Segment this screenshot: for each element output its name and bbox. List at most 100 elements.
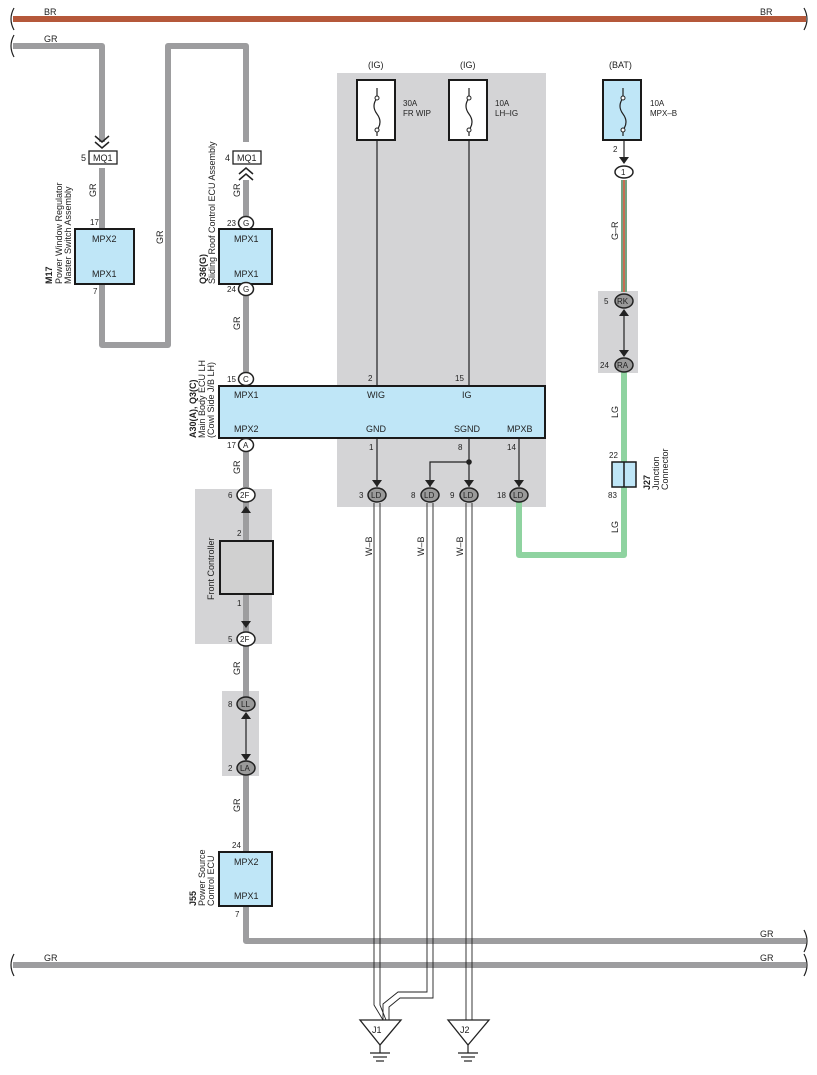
ll-pin: 8 xyxy=(228,700,233,709)
gr-wiring: GR GR GR GR GR GR GR GR GR GR GR xyxy=(10,34,808,977)
w-b-label-3: W–B xyxy=(455,536,465,556)
pin-top: 22 xyxy=(609,451,618,460)
ld-label: LD xyxy=(424,491,434,500)
term-sgnd: SGND xyxy=(454,424,481,434)
connector-mq1-a: MQ1 5 xyxy=(81,135,118,165)
ll-label: LL xyxy=(241,700,250,709)
br-wire-label-right: BR xyxy=(760,7,773,17)
gr-label-bottom-left: GR xyxy=(44,953,58,963)
ld-label: LD xyxy=(513,491,523,500)
ra-pin: 24 xyxy=(600,361,609,370)
front-controller-name: Front Controller xyxy=(206,537,216,600)
w-b-label-2: W–B xyxy=(416,536,426,556)
component-j55: 24 MPX2 MPX1 7 J55 Power Source Control … xyxy=(188,841,273,919)
component-code: J55 xyxy=(188,891,198,906)
ground-label: J1 xyxy=(372,1025,382,1035)
gr-label-m17: GR xyxy=(88,183,98,197)
term-bot: MPX1 xyxy=(92,269,117,279)
ground-j2: J2 xyxy=(446,1019,491,1062)
gr-label-a: GR xyxy=(232,460,242,474)
component-m17: MPX2 MPX1 17 7 M17 Power Window Regulato… xyxy=(44,182,135,296)
component-name2: Control ECU xyxy=(206,855,216,906)
pin-mpx1: 15 xyxy=(227,375,236,384)
term-mpx1: MPX1 xyxy=(234,390,259,400)
gr-label-la: GR xyxy=(232,798,242,812)
g-r-wire: G–R xyxy=(610,180,627,292)
term-mpxb: MPXB xyxy=(507,424,533,434)
la-label: LA xyxy=(240,764,250,773)
g-r-label: G–R xyxy=(610,221,620,240)
pin-gnd: 1 xyxy=(369,443,374,452)
lg-wiring: LG LG xyxy=(516,372,627,558)
ld-pin: 9 xyxy=(450,491,455,500)
ld-pin: 8 xyxy=(411,491,416,500)
fuse-name: LH–IG xyxy=(495,109,518,118)
fuse-rating: 10A xyxy=(650,99,665,108)
pin-bot: 83 xyxy=(608,491,617,500)
label: 1 xyxy=(621,168,626,177)
connector-fuse-out: 2 1 xyxy=(613,145,634,179)
component-name2: Connector xyxy=(660,448,670,490)
component-name2: Master Switch Assembly xyxy=(63,186,73,284)
component-main-body-ecu: C 15 MPX1 WIG IG MPX2 GND SGND MPXB 2 15… xyxy=(188,360,546,453)
conn-pin: 6 xyxy=(228,491,233,500)
gr-label-q36: GR xyxy=(232,183,242,197)
conn-label: 2F xyxy=(240,635,249,644)
fuse-source-label: (BAT) xyxy=(609,60,632,70)
connector-pin: 5 xyxy=(81,153,86,163)
fuse-rating: 10A xyxy=(495,99,510,108)
fuse-name: MPX–B xyxy=(650,109,677,118)
pin: 2 xyxy=(613,145,618,154)
fuse-rating: 30A xyxy=(403,99,418,108)
ld-pin: 18 xyxy=(497,491,506,500)
ld-pin: 3 xyxy=(359,491,364,500)
term-top: MPX2 xyxy=(92,234,117,244)
term-mpx2: MPX2 xyxy=(234,424,259,434)
component-j27: 22 83 J27 Junction Connector xyxy=(608,448,670,500)
component-code: J27 xyxy=(642,475,652,490)
component-name1: Power Window Regulator xyxy=(54,182,64,284)
fuse-mpx-b: (BAT) 10A MPX–B xyxy=(602,60,677,141)
gr-label-top-left: GR xyxy=(44,34,58,44)
gr-label-bottom-right1: GR xyxy=(760,929,774,939)
pin-bot: 7 xyxy=(235,910,240,919)
pin-top: 23 xyxy=(227,219,236,228)
term-gnd: GND xyxy=(366,424,387,434)
fuse-lh-ig: (IG) 10A LH–IG xyxy=(448,60,518,141)
component-q36: G 23 MPX1 MPX1 G 24 Q36(G) Sliding Roof … xyxy=(198,141,273,297)
gr-label-loop: GR xyxy=(155,230,165,244)
ground-label: J2 xyxy=(460,1025,470,1035)
fuse-source-label: (IG) xyxy=(368,60,384,70)
rk-label: RK xyxy=(617,297,629,306)
conn-bot: G xyxy=(243,285,249,294)
pin-mpx2: 17 xyxy=(227,441,236,450)
component-name1: Power Source xyxy=(197,849,207,906)
pin-top: 17 xyxy=(90,218,99,227)
connector-pin: 4 xyxy=(225,153,230,163)
conn-mpx2: A xyxy=(243,441,249,450)
term-top: MPX1 xyxy=(234,234,259,244)
fuse-source-label: (IG) xyxy=(460,60,476,70)
term-bot: MPX1 xyxy=(234,269,259,279)
connector-label: MQ1 xyxy=(237,153,257,163)
conn-top: G xyxy=(243,219,249,228)
connector-mq1-b: MQ1 4 xyxy=(225,150,262,181)
conn-mpx1: C xyxy=(243,375,249,384)
connector-ll-la: LL 8 LA 2 xyxy=(228,696,256,776)
component-code: A30(A), Q3(C) xyxy=(188,379,198,438)
ground-j1: J1 xyxy=(358,1019,403,1062)
component-code: M17 xyxy=(44,266,54,284)
lg-label-lower: LG xyxy=(610,521,620,533)
connector-label: MQ1 xyxy=(93,153,113,163)
br-wire-label-left: BR xyxy=(44,7,57,17)
term-top: MPX2 xyxy=(234,857,259,867)
gr-label-mid: GR xyxy=(232,316,242,330)
component-front-controller: 2F 6 2 Front Controller 1 2F 5 xyxy=(206,487,274,647)
la-pin: 2 xyxy=(228,764,233,773)
component-name1: Junction xyxy=(651,456,661,490)
term-ig: IG xyxy=(462,390,472,400)
gr-label-2f: GR xyxy=(232,661,242,675)
conn-label: 2F xyxy=(240,491,249,500)
ld-label: LD xyxy=(371,491,381,500)
